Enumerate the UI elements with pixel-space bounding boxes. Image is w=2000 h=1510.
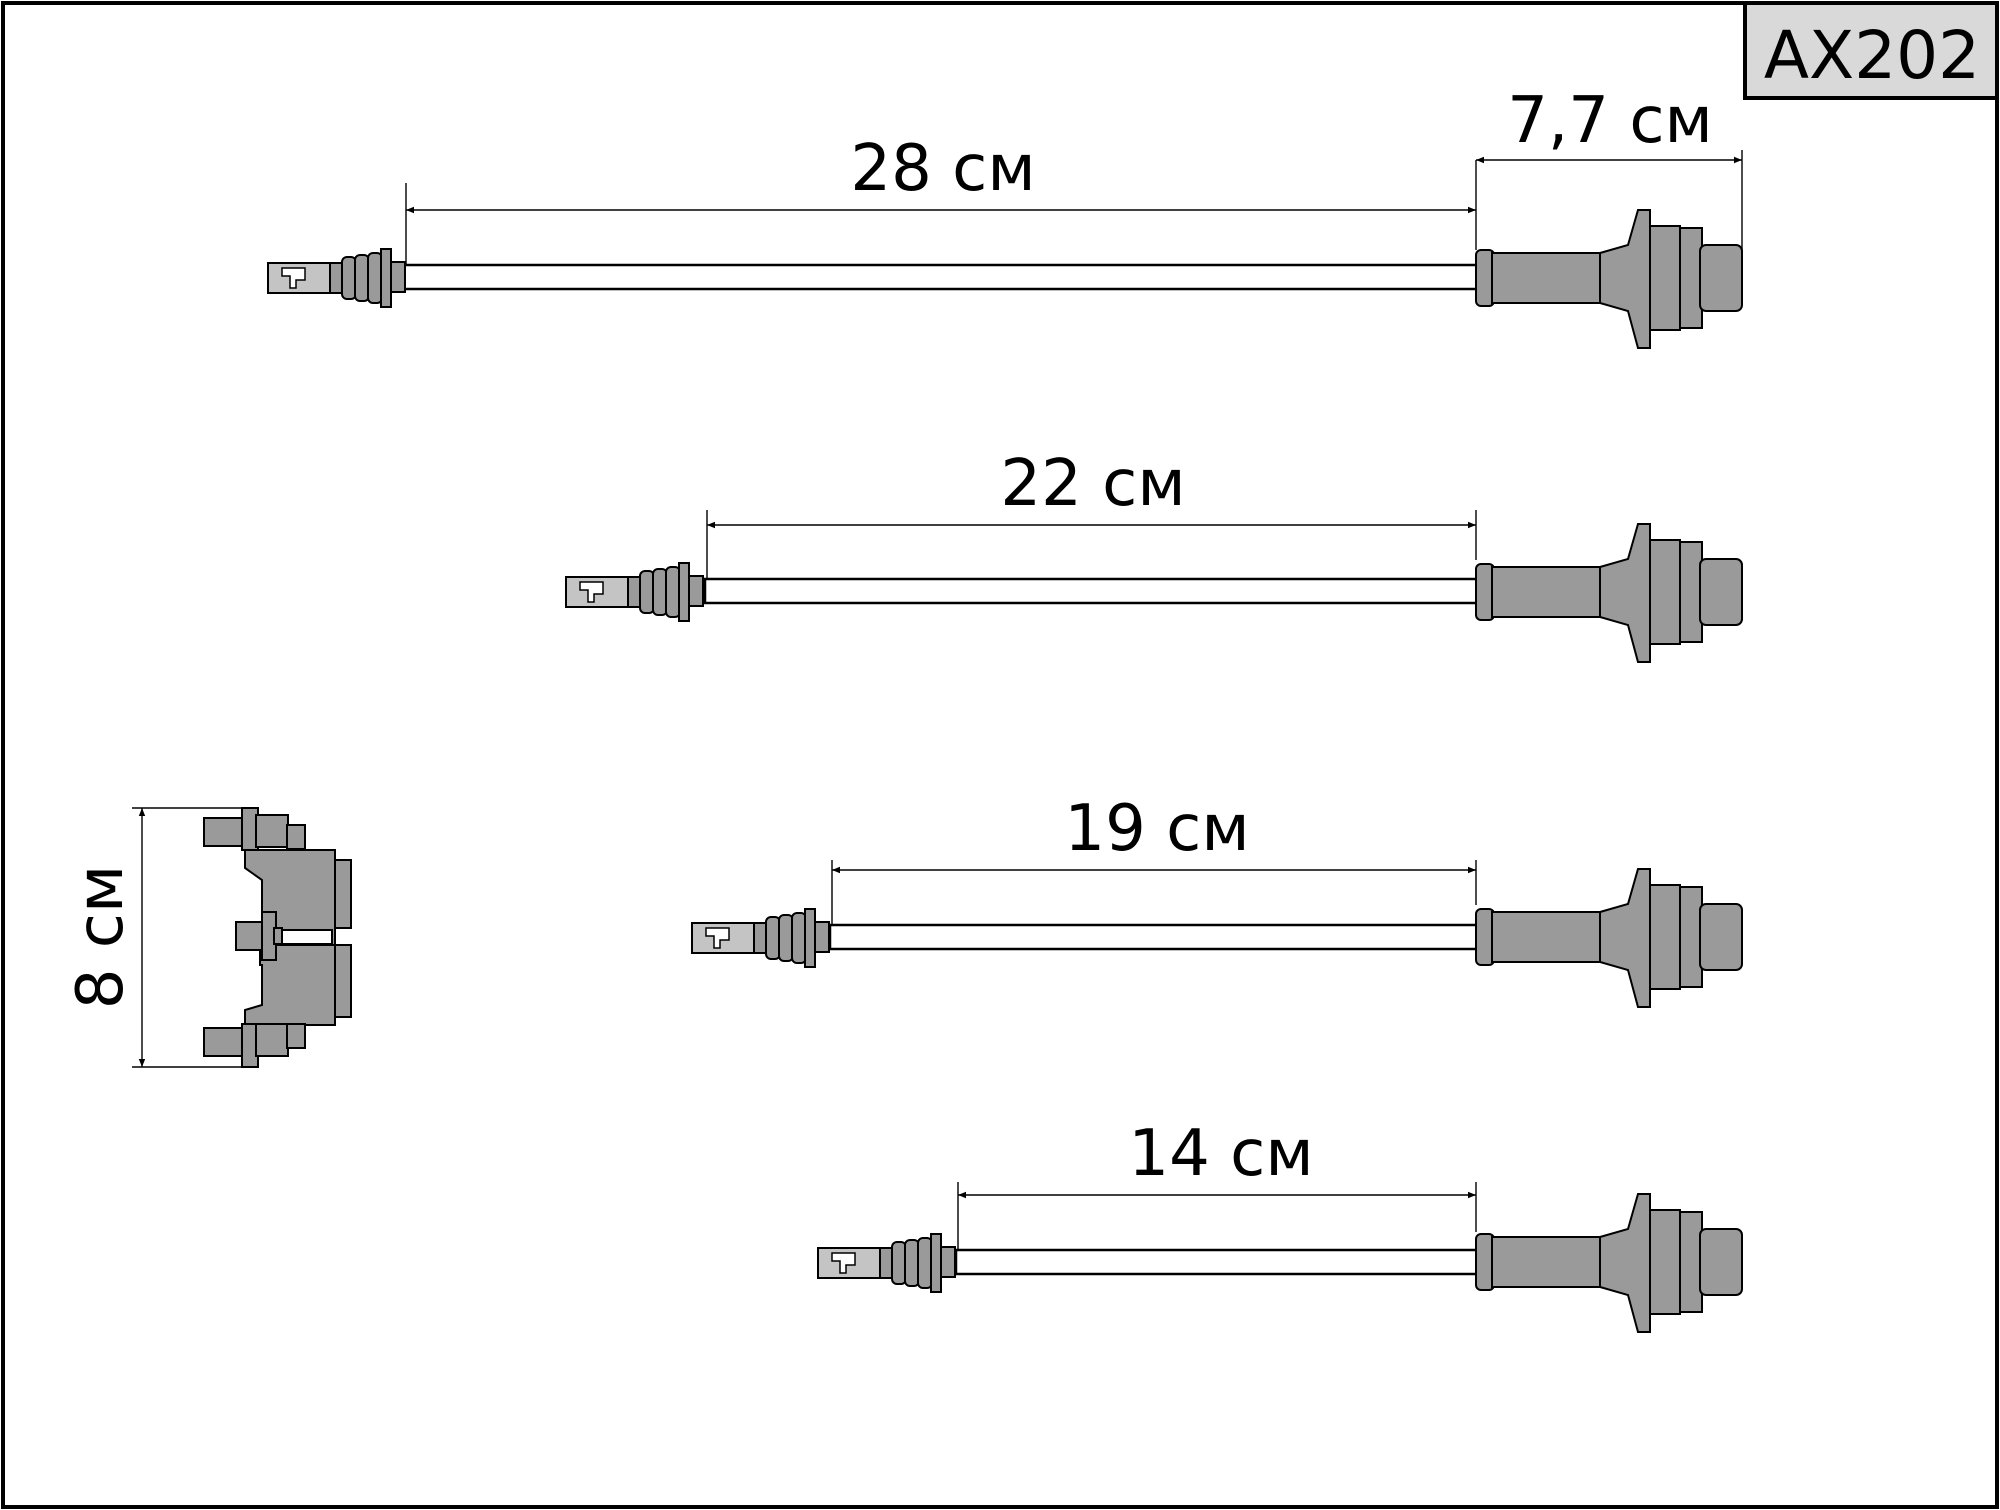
spark-plug-boot	[1475, 209, 1743, 349]
coil-terminal	[817, 1233, 956, 1293]
cable-3: 19 см	[691, 792, 1743, 1008]
wire	[828, 923, 1480, 951]
spark-plug-boot	[1475, 523, 1743, 663]
cable-1: 28 см 7,7 см	[267, 84, 1743, 349]
wire	[703, 577, 1480, 605]
wire-length-label: 14 см	[1128, 1117, 1313, 1191]
coil-terminal	[267, 248, 406, 308]
wire	[954, 1248, 1480, 1276]
coil-terminal	[565, 562, 704, 622]
spark-plug-boot	[1475, 1193, 1743, 1333]
cable-2: 22 см	[565, 447, 1743, 663]
connector-height-label: 8 см	[64, 865, 138, 1010]
wire-length-label: 28 см	[850, 132, 1035, 206]
coil-terminal	[691, 908, 830, 968]
boot-length-label: 7,7 см	[1507, 84, 1713, 158]
coil-connector: 8 см	[64, 807, 352, 1068]
part-code-badge: AX202	[1743, 1, 1999, 100]
part-code-label: AX202	[1764, 17, 1980, 94]
wire	[402, 263, 1480, 291]
spark-plug-boot	[1475, 868, 1743, 1008]
wire-length-label: 19 см	[1064, 792, 1249, 866]
cable-4: 14 см	[817, 1117, 1743, 1333]
wire-length-label: 22 см	[1000, 447, 1185, 521]
